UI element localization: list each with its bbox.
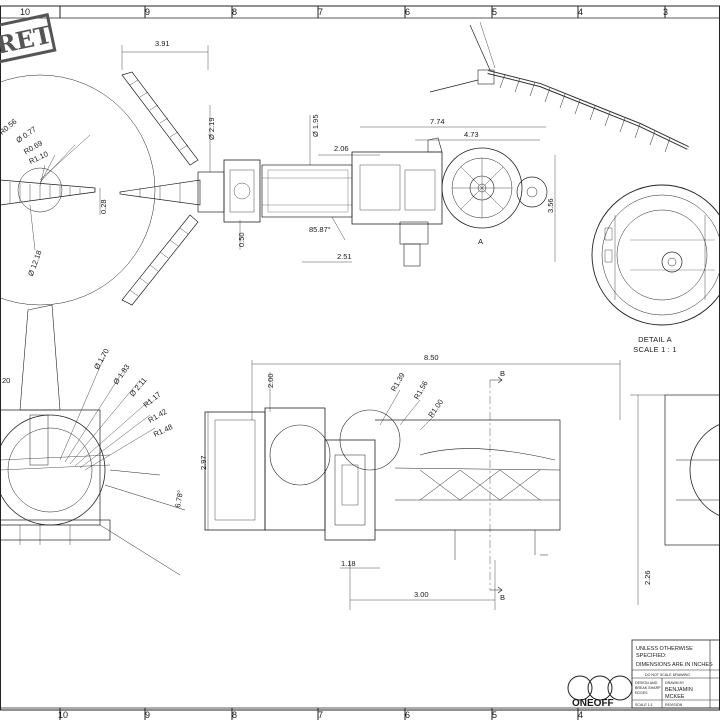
section-b-top: B bbox=[500, 369, 505, 378]
dim-356: 3.56 bbox=[546, 198, 555, 213]
oneoff-logo: ONEOFF bbox=[567, 675, 633, 709]
dim-391: 3.91 bbox=[155, 39, 170, 48]
tb-no-scale: DO NOT SCALE DRAWING bbox=[645, 673, 690, 677]
tb-edges-label: EDGES bbox=[635, 691, 648, 695]
zone-bottom-5: 5 bbox=[492, 710, 497, 720]
dim-8587: 85.87° bbox=[309, 225, 331, 234]
dim-r056: R0.56 bbox=[0, 117, 18, 137]
dim-d195: Ø 1.95 bbox=[311, 114, 320, 137]
dim-050: 0.50 bbox=[237, 232, 246, 247]
zone-top-8: 8 bbox=[232, 7, 237, 17]
zone-labels-top: 10 9 8 7 6 5 4 3 bbox=[20, 7, 668, 17]
tb-drawn-by: BENJAMIN bbox=[665, 687, 693, 693]
detail-ref-a: A bbox=[478, 237, 483, 246]
stamp-text: RET bbox=[0, 20, 55, 60]
tb-break-label: BREAK SHARP bbox=[635, 686, 661, 690]
dim-r117: R1.17 bbox=[142, 390, 163, 410]
zone-top-7: 7 bbox=[318, 7, 323, 17]
dim-297: 2.97 bbox=[199, 455, 208, 470]
dim-d170: Ø 1.70 bbox=[92, 347, 111, 371]
main-top-dims: Ø 1.95 7.74 4.73 2.06 85.87° 2.51 3.56 A bbox=[309, 114, 555, 261]
zone-top-3: 3 bbox=[663, 7, 668, 17]
side-view-dims: 8.50 2.00 2.97 R1.39 R1.56 R1.00 1.18 3.… bbox=[199, 353, 505, 602]
tb-units: DIMENSIONS ARE IN INCHES bbox=[636, 662, 713, 668]
front-view-dims: 20 Ø 1.70 Ø 1.83 Ø 2.11 R1.17 R1.42 R1.4… bbox=[2, 347, 185, 508]
tb-note-1: UNLESS OTHERWISE bbox=[636, 646, 693, 652]
title-block bbox=[631, 639, 720, 709]
dim-200: 2.00 bbox=[266, 373, 275, 388]
detail-a-view bbox=[591, 184, 720, 326]
zone-bottom-4: 4 bbox=[578, 710, 583, 720]
claw-side-view bbox=[119, 45, 261, 306]
tb-design-label: DESIGN AND bbox=[635, 681, 658, 685]
dim-850: 8.50 bbox=[424, 353, 439, 362]
zone-bottom-7: 7 bbox=[318, 710, 323, 720]
dim-118: 1.18 bbox=[341, 559, 356, 568]
claw-radial-view bbox=[0, 74, 156, 306]
front-view bbox=[0, 304, 186, 576]
dim-d211: Ø 2.11 bbox=[128, 376, 149, 399]
section-b-bottom: B bbox=[500, 593, 505, 602]
main-top-view bbox=[261, 115, 556, 267]
dim-d219: Ø 2.19 bbox=[207, 117, 216, 140]
dim-678: 6.78° bbox=[173, 489, 185, 508]
dim-251: 2.51 bbox=[337, 252, 352, 261]
dim-d183: Ø 1.83 bbox=[111, 363, 131, 387]
dim-20: 20 bbox=[2, 376, 10, 385]
dim-206: 2.06 bbox=[334, 144, 349, 153]
claw-side-dims: 3.91 Ø 2.19 0.50 bbox=[155, 39, 246, 247]
zone-top-10: 10 bbox=[20, 7, 30, 17]
dim-774: 7.74 bbox=[430, 117, 445, 126]
title-block-text: UNLESS OTHERWISE SPECIFIED: DIMENSIONS A… bbox=[635, 646, 713, 707]
zone-labels-bottom: 10 9 8 7 6 5 4 bbox=[58, 710, 583, 720]
zone-top-5: 5 bbox=[492, 7, 497, 17]
zone-bottom-10: 10 bbox=[58, 710, 68, 720]
dim-028: 0.28 bbox=[99, 199, 108, 214]
dim-r156: R1.56 bbox=[412, 379, 430, 401]
tb-drawn-by-label: DRAWN BY bbox=[665, 681, 685, 685]
dim-473: 4.73 bbox=[464, 130, 479, 139]
side-view bbox=[204, 360, 621, 610]
dim-226: 2.26 bbox=[643, 570, 652, 585]
dim-300: 3.00 bbox=[414, 590, 429, 599]
zone-bottom-9: 9 bbox=[145, 710, 150, 720]
zone-top-4: 4 bbox=[578, 7, 583, 17]
claw-radial-dims: R0.56 Ø 0.77 R0.69 R1.10 0.28 Ø 12.18 bbox=[0, 117, 108, 277]
zone-top-9: 9 bbox=[145, 7, 150, 17]
detail-a-caption: DETAIL A SCALE 1 : 1 bbox=[633, 335, 676, 354]
dim-d1218: Ø 12.18 bbox=[26, 249, 44, 277]
arm-iso-view bbox=[429, 21, 689, 153]
tb-scale: SCALE 1:1 bbox=[635, 703, 653, 707]
dim-r148: R1.48 bbox=[152, 422, 174, 439]
dim-r142: R1.42 bbox=[147, 407, 169, 425]
zone-bottom-8: 8 bbox=[232, 710, 237, 720]
zone-top-6: 6 bbox=[405, 7, 410, 17]
secret-stamp: RET bbox=[0, 13, 57, 67]
detail-a-scale: SCALE 1 : 1 bbox=[633, 345, 676, 354]
tb-note-2: SPECIFIED: bbox=[636, 653, 667, 659]
tb-revision: REVISION bbox=[665, 703, 683, 707]
tb-drawn-by-2: MCKEE bbox=[665, 694, 685, 700]
right-view bbox=[630, 394, 720, 605]
dim-r139: R1.39 bbox=[389, 371, 407, 393]
dim-r100: R1.00 bbox=[426, 398, 445, 420]
right-view-dims: 2.26 bbox=[643, 570, 652, 585]
logo-text: ONEOFF bbox=[572, 698, 614, 709]
detail-a-title: DETAIL A bbox=[638, 335, 672, 344]
zone-bottom-6: 6 bbox=[405, 710, 410, 720]
